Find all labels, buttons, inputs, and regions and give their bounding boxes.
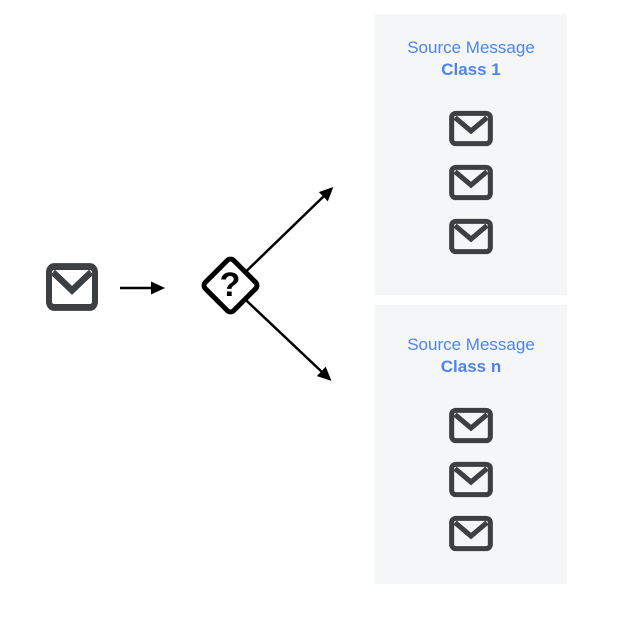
source-class-panel-1: Source Message Class 1 — [375, 14, 567, 295]
envelope-icon — [446, 515, 496, 552]
panel-title: Source Message — [407, 335, 535, 354]
envelope-icon — [446, 218, 496, 255]
envelope-icon — [446, 164, 496, 201]
envelope-icon — [446, 407, 496, 444]
input-envelope-icon — [45, 262, 99, 312]
input-arrow — [120, 281, 165, 295]
message-stack — [375, 407, 567, 552]
source-class-panel-n: Source Message Class n — [375, 305, 567, 584]
envelope-icon — [446, 110, 496, 147]
panel-class-label: Class 1 — [441, 60, 501, 79]
panel-title: Source Message — [407, 38, 535, 57]
message-stack — [375, 110, 567, 255]
panel-class-label: Class n — [440, 357, 502, 376]
envelope-icon — [446, 461, 496, 498]
question-mark-label: ? — [220, 265, 241, 304]
